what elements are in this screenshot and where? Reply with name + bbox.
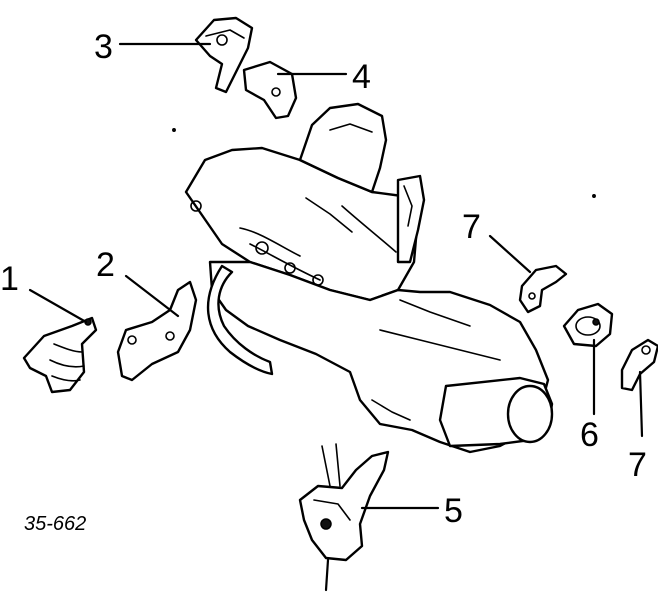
callout-1: 1 [0, 260, 19, 298]
part-5-lower-mount [298, 443, 390, 592]
part-2-side-bracket [116, 280, 198, 382]
callout-7b: 7 [628, 446, 647, 484]
leader-7a [488, 234, 532, 274]
callout-numbers: 1 2 3 4 5 6 7 7 [0, 28, 647, 530]
callout-3: 3 [94, 28, 113, 66]
leader-1 [28, 288, 88, 324]
leader-2 [124, 274, 180, 318]
part-1-engine-mount [22, 316, 98, 394]
engine-transmission-assembly [184, 102, 554, 454]
part-4-bracket [242, 60, 298, 120]
callout-6: 6 [580, 416, 599, 454]
part-7-right-bracket [620, 338, 658, 392]
part-6-bushing [562, 302, 614, 348]
figure-code: 35-662 [24, 513, 86, 535]
part-7-upper-clip [518, 264, 568, 314]
speck [592, 194, 596, 198]
part-3-upper-bracket [194, 16, 254, 94]
speck [172, 128, 176, 132]
leader-7b [638, 370, 644, 438]
callout-7a: 7 [462, 208, 481, 246]
callout-5: 5 [444, 492, 463, 530]
callout-2: 2 [96, 246, 115, 284]
callout-4: 4 [352, 58, 371, 96]
leader-lines [28, 42, 644, 510]
